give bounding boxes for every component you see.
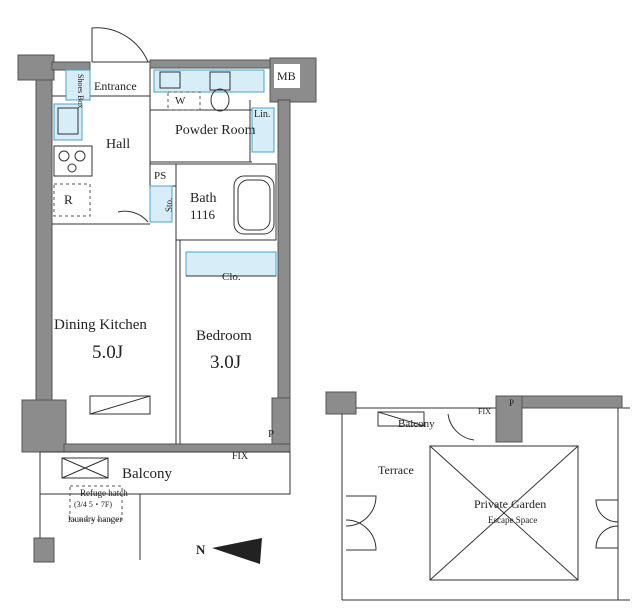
- dining-kitchen-size: 5.0J: [92, 342, 123, 363]
- dining-rug: [89, 395, 151, 415]
- shoes-box-label: Shoes Box: [76, 74, 85, 108]
- bathtub-inner: [237, 179, 271, 231]
- wall-left-column: [17, 54, 55, 81]
- garden-balcony-label: Balcony: [398, 418, 435, 430]
- burner: [58, 150, 70, 162]
- terrace-label: Terrace: [378, 463, 414, 477]
- hall-label: Hall: [106, 137, 130, 152]
- garden-balcony-unit: [377, 411, 425, 427]
- garden-column: [495, 395, 523, 443]
- p-garden-label: P: [509, 398, 514, 408]
- wall-right-bottom: [271, 397, 291, 449]
- entrance-label: Entrance: [94, 79, 137, 93]
- linen-label: Lin.: [254, 109, 270, 120]
- fix-main-label: FIX: [232, 451, 249, 462]
- washer-space: [167, 91, 201, 111]
- p-label: P: [268, 428, 274, 440]
- storage-box: [149, 185, 173, 223]
- garden-diag2: [429, 445, 579, 581]
- wall-left-lower: [21, 399, 67, 453]
- refuge-hatch-label: Refuge hatch: [80, 488, 128, 498]
- fix-garden-label: FIX: [478, 407, 491, 416]
- bath-room: [175, 163, 277, 241]
- private-garden-area: [429, 445, 579, 581]
- wall-bottom: [63, 443, 291, 453]
- bath-label: Bath: [190, 191, 216, 206]
- stove: [53, 145, 93, 177]
- garden-gate-right-1: [595, 499, 619, 523]
- powder-room-label: Powder Room: [175, 123, 256, 138]
- mb-inner: [274, 64, 300, 88]
- washer-label: W: [175, 95, 186, 107]
- main-balcony-label: Balcony: [122, 466, 172, 482]
- wall-top-right: [149, 59, 279, 69]
- burner: [67, 163, 77, 173]
- storage-label: Sto.: [164, 198, 174, 212]
- shoes-box: [65, 69, 91, 101]
- garden-gate-left-2: [345, 519, 377, 551]
- garden-balcony-x: [377, 411, 425, 427]
- burner: [74, 150, 86, 162]
- garden-gate-right-2: [595, 525, 619, 549]
- wall-right: [277, 99, 291, 401]
- garden-gate-left-1: [345, 495, 377, 527]
- balcony-unit-x2: [61, 457, 109, 479]
- dining-rug-diag: [89, 395, 151, 415]
- storage-door: [117, 210, 149, 223]
- bedroom-label: Bedroom: [196, 328, 252, 344]
- sink: [159, 71, 181, 89]
- toilet-tank: [209, 71, 231, 91]
- garden-wall-column: [325, 391, 357, 415]
- closet: [185, 251, 277, 277]
- powder-room-text: Powder Room: [175, 123, 256, 138]
- linen-cabinet: [251, 107, 275, 153]
- north-arrow: [212, 538, 262, 564]
- garden-top-wall: [521, 395, 623, 409]
- north-label: N: [196, 542, 206, 557]
- kitchen-sink-bowl: [57, 107, 79, 135]
- refuge-hatch-box: [69, 485, 123, 521]
- toilet: [210, 88, 230, 112]
- balcony-unit: [61, 457, 109, 479]
- refuge-hatch-size: (3/4 5・7F): [74, 500, 112, 509]
- wall-top: [51, 61, 91, 71]
- wall-left-upper: [35, 61, 53, 403]
- powder-counter: [153, 69, 265, 93]
- ps-label: PS: [154, 170, 166, 182]
- dining-kitchen-label: Dining Kitchen: [54, 317, 147, 333]
- mb-label: MB: [277, 69, 296, 83]
- closet-label: Clo.: [222, 271, 241, 283]
- fridge-label: R: [64, 192, 73, 207]
- laundry-hanger-label: laundry hanger: [68, 514, 122, 524]
- bedroom-size: 3.0J: [210, 352, 241, 373]
- private-garden-label: Private Garden: [474, 497, 546, 511]
- garden-door: [447, 413, 475, 441]
- bathtub: [233, 175, 275, 235]
- balcony-column: [33, 537, 55, 563]
- escape-space-label: Escape Space: [488, 515, 537, 525]
- entrance-door: [91, 27, 149, 63]
- bath-size-label: 1116: [190, 207, 216, 222]
- fridge-space: [53, 183, 91, 217]
